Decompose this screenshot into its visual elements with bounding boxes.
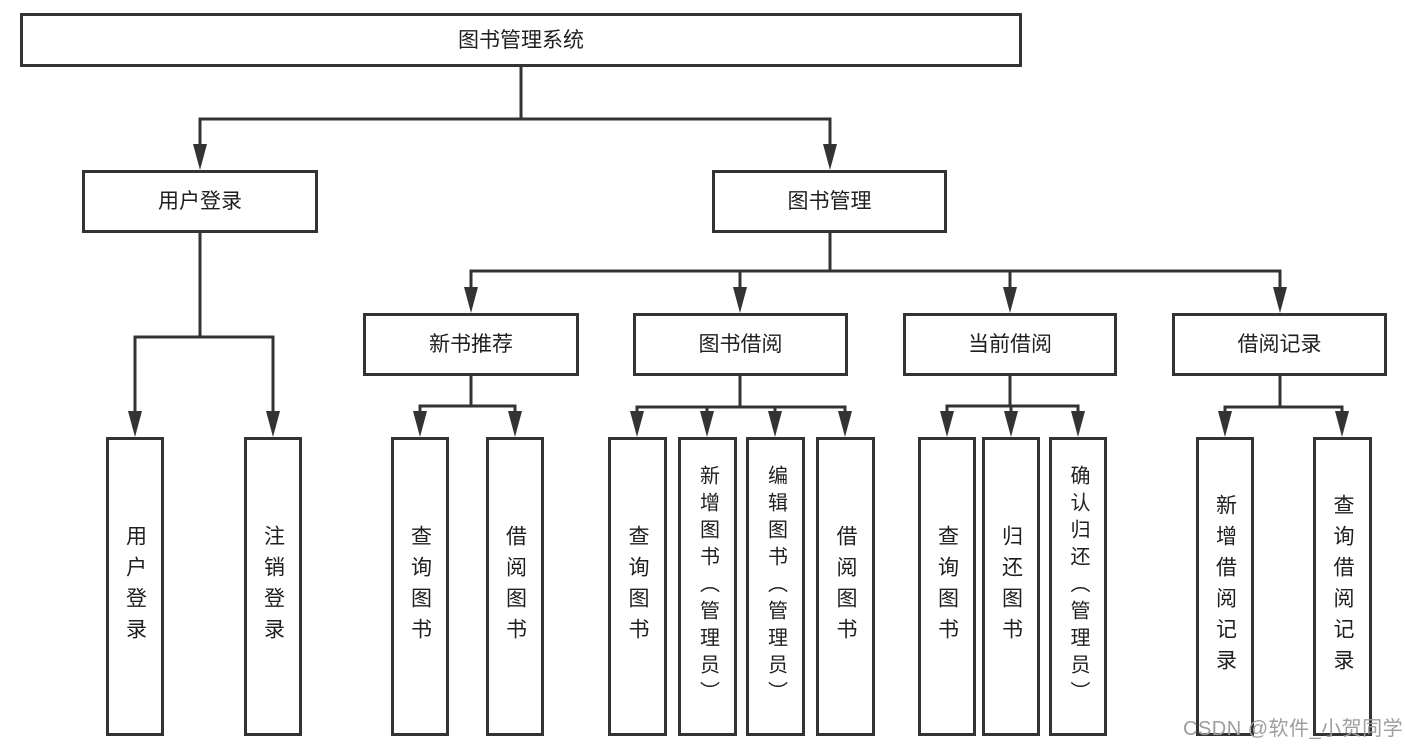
leaf-label: 编辑图书（管理员）	[764, 465, 787, 708]
node-label: 图书管理系统	[458, 28, 584, 52]
node-label: 借阅记录	[1237, 333, 1322, 356]
arrowheads	[128, 144, 1349, 437]
leaf-borrowing-edit-books-admin: 编辑图书（管理员）	[746, 437, 805, 736]
node-borrow-records: 借阅记录	[1172, 313, 1387, 376]
node-user-login: 用户登录	[82, 170, 318, 233]
node-label: 用户登录	[158, 190, 242, 213]
leaf-newbooks-borrow-books: 借阅图书	[486, 437, 544, 736]
leaf-label: 查询图书	[626, 524, 649, 649]
leaf-current-query-books: 查询图书	[918, 437, 976, 736]
leaf-label: 查询图书	[935, 524, 959, 649]
node-current-borrowing: 当前借阅	[903, 313, 1117, 376]
node-label: 图书借阅	[698, 333, 783, 356]
leaf-label: 注销登录	[261, 524, 285, 649]
leaf-borrowing-query-books: 查询图书	[608, 437, 667, 736]
leaf-records-add-record: 新增借阅记录	[1196, 437, 1254, 736]
leaf-current-confirm-return-admin: 确认归还（管理员）	[1049, 437, 1107, 736]
leaf-borrowing-add-books-admin: 新增图书（管理员）	[678, 437, 737, 736]
leaf-label: 归还图书	[999, 524, 1023, 649]
node-library-management-system: 图书管理系统	[20, 13, 1022, 67]
leaf-user-login: 用户登录	[106, 437, 164, 736]
leaf-label: 确认归还（管理员）	[1067, 465, 1089, 708]
node-label: 当前借阅	[968, 333, 1052, 356]
csdn-watermark: CSDN @软件_小贺同学	[1183, 718, 1404, 740]
leaf-label: 新增图书（管理员）	[696, 465, 719, 708]
node-label: 图书管理	[787, 190, 872, 213]
leaf-records-query-record: 查询借阅记录	[1313, 437, 1372, 736]
node-book-borrowing: 图书借阅	[633, 313, 848, 376]
leaf-label: 新增借阅记录	[1213, 493, 1237, 680]
leaf-label: 查询图书	[408, 524, 432, 649]
leaf-label: 用户登录	[123, 524, 147, 649]
leaf-logout: 注销登录	[244, 437, 302, 736]
node-book-management: 图书管理	[712, 170, 947, 233]
leaf-borrowing-borrow-books: 借阅图书	[816, 437, 875, 736]
leaf-current-return-books: 归还图书	[982, 437, 1040, 736]
leaf-newbooks-query-books: 查询图书	[391, 437, 449, 736]
node-new-book-recommend: 新书推荐	[363, 313, 579, 376]
leaf-label: 查询借阅记录	[1331, 493, 1354, 680]
node-label: 新书推荐	[429, 333, 513, 356]
leaf-label: 借阅图书	[834, 524, 857, 649]
leaf-label: 借阅图书	[503, 524, 527, 649]
